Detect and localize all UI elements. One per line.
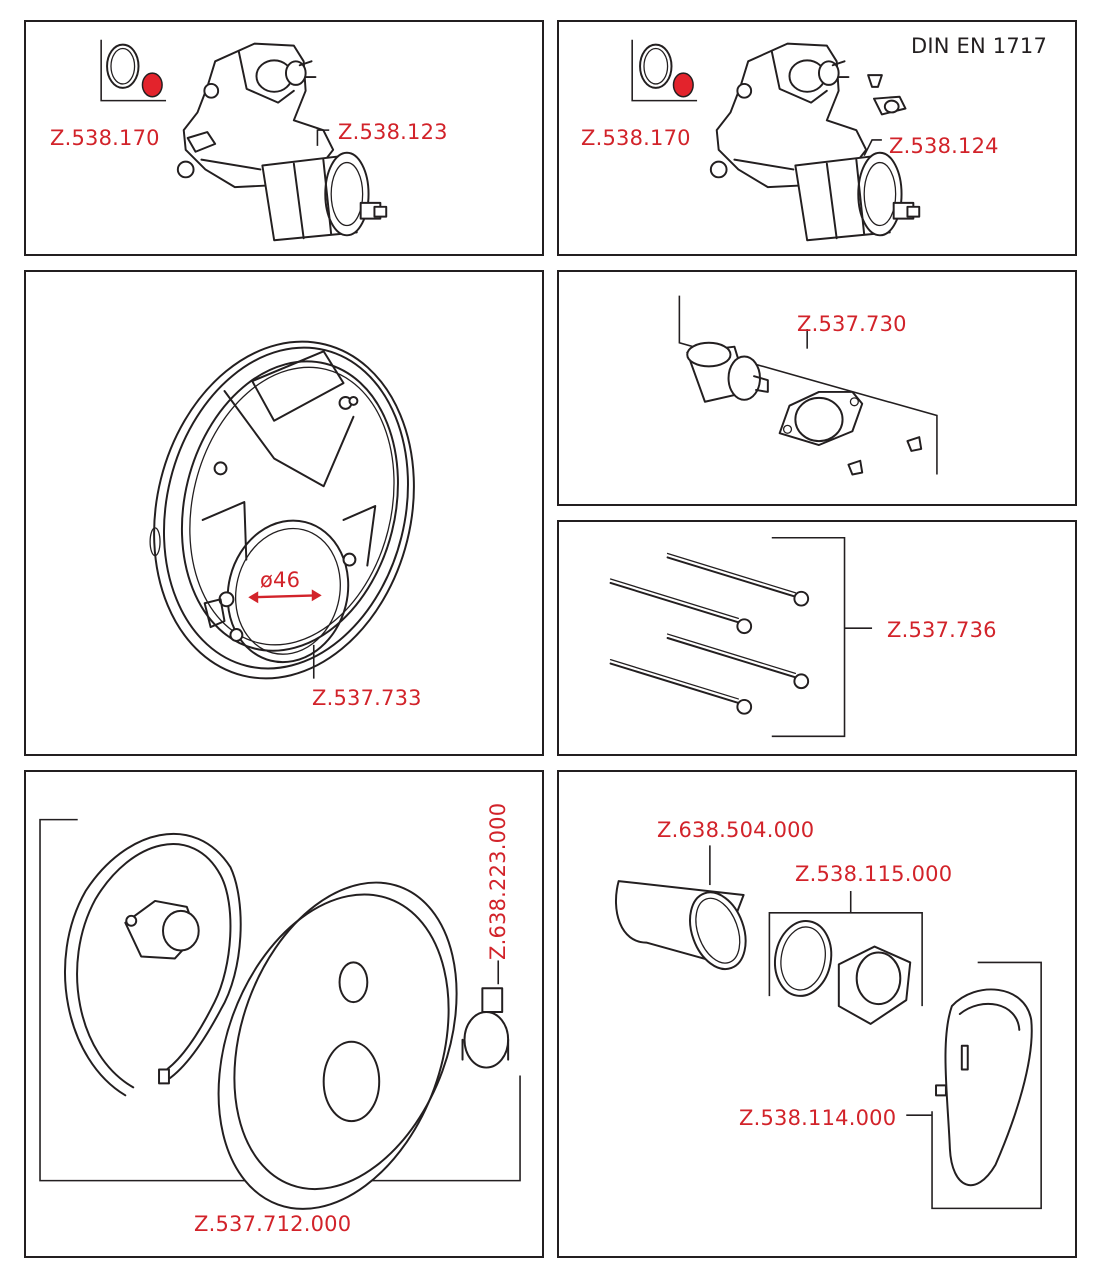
cartridge-assembly-din-drawing [631,39,921,242]
cartridge-icon [794,151,921,242]
panel-valve-set: Z.537.730 [557,270,1077,506]
cover-set-label: Z.537.712.000 [194,1212,352,1236]
grub-screw-icon [935,1084,947,1097]
arrow-left-icon [248,591,259,604]
sleeve-icon [615,880,747,970]
diameter-dimension-line [250,594,320,599]
lever-handle-drawing [615,845,1042,1210]
seal-kit-label: Z.538.170 [581,126,691,150]
lever-handle-icon [944,988,1033,1186]
ring-part-label: Z.537.733 [312,686,422,710]
arrow-right-icon [311,589,322,602]
diameter-label: ø46 [260,568,301,592]
screws-drawing [609,536,873,738]
o-ring-icon [774,920,833,997]
cartridge-label: Z.538.124 [889,134,999,158]
screws-label: Z.537.736 [887,618,997,642]
diverter-knob-icon [461,987,510,1069]
mixer-body-icon [176,42,335,189]
mixer-body-icon [709,42,868,189]
flange-gasket-icon [778,390,864,446]
screw-icon [847,436,923,476]
cover-plate-drawing [39,818,521,1210]
panel-screws: Z.537.736 [557,520,1077,756]
trim-seal-ring-icon [64,832,242,1097]
diverter-insert-icon [124,899,200,960]
seal-kit-label: Z.538.170 [50,126,160,150]
adapter-set-label: Z.538.115.000 [795,862,953,886]
panel-lever-handle: Z.638.504.000 Z.538.115.000 Z.538.114.00… [557,770,1077,1258]
cartridge-icon [261,151,388,242]
screw-icon [666,552,810,607]
cartridge-label: Z.538.123 [338,120,448,144]
handle-label: Z.538.114.000 [739,1106,897,1130]
screw-icon [666,633,810,690]
cartridge-assembly-drawing [100,39,388,242]
valve-set-drawing [678,295,938,476]
screw-icon [609,658,753,715]
screw-icon [609,578,753,635]
standard-label: DIN EN 1717 [911,34,1048,58]
knob-part-label: Z.638.223.000 [486,802,510,960]
cover-plate-icon [217,881,458,1210]
panel-cover-plate: Z.537.712.000 Z.638.223.000 [24,770,544,1258]
check-valve-icon [867,74,907,116]
adapter-icon [837,945,912,1025]
panel-cartridge-z538124: DIN EN 1717 Z.538.170 Z.538.124 [557,20,1077,256]
mounting-ring-icon [149,340,415,680]
panel-cartridge-z538123: Z.538.170 Z.538.123 [24,20,544,256]
sleeve-label: Z.638.504.000 [657,818,815,842]
mounting-ring-drawing [149,340,415,680]
valve-set-label: Z.537.730 [797,312,907,336]
panel-mounting-ring: ø46 Z.537.733 [24,270,544,756]
valve-cartridge-icon [686,341,769,403]
